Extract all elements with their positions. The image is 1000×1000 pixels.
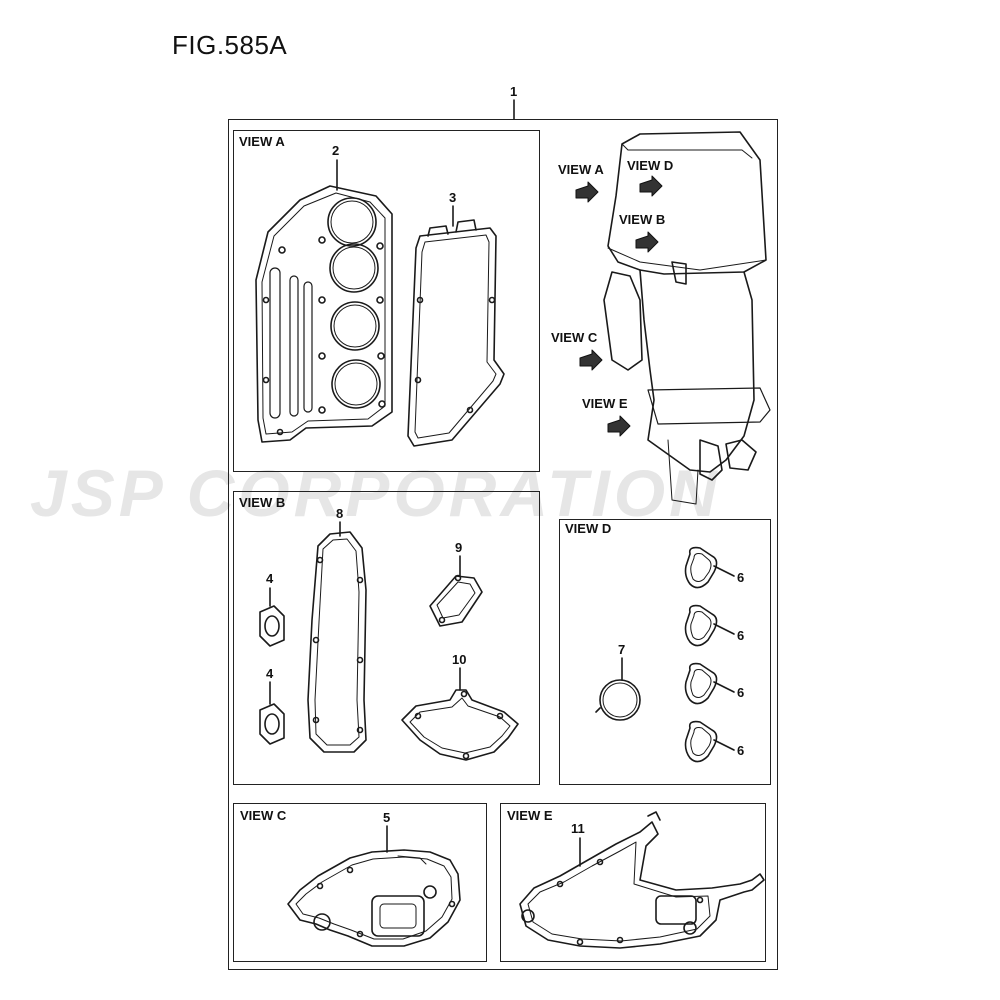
view-d-label: VIEW D [565,521,612,536]
engine-label-view-b: VIEW B [619,212,666,227]
small-gasket-9 [429,574,483,627]
callout-7: 7 [618,642,626,657]
arrow-view-e [607,415,631,437]
callout-11: 11 [571,821,585,836]
outboard-engine [603,131,771,505]
leaders-6 [713,565,735,751]
view-a-label: VIEW A [239,134,285,149]
cover-gasket [407,219,505,447]
plate-gasket-11 [519,811,765,949]
view-b-label: VIEW B [239,495,286,510]
cylinder-head-gasket [255,185,393,443]
o-ring-7 [595,679,641,721]
arrow-view-c [579,349,603,371]
panel-view-e [500,803,766,962]
panel-view-d [559,519,771,785]
view-c-label: VIEW C [240,808,287,823]
flange-gasket-4a [259,605,285,647]
callout-4a: 4 [266,571,274,586]
engine-view-arrows [575,175,663,437]
figure-title: FIG.585A [172,30,288,60]
plate-gasket-10 [401,689,519,761]
callout-1: 1 [510,84,518,99]
callout-6c: 6 [737,685,745,700]
panel-view-b [233,491,540,785]
callout-9: 9 [455,540,463,555]
flange-gasket-4b [259,703,285,745]
arrow-view-a [575,181,599,203]
callout-3: 3 [449,190,457,205]
callout-2: 2 [332,143,340,158]
engine-label-view-c: VIEW C [551,330,598,345]
arrow-view-d [639,175,663,197]
callout-6d: 6 [737,743,745,758]
callout-4b: 4 [266,666,274,681]
callout-6a: 6 [737,570,745,585]
engine-label-view-e: VIEW E [582,396,628,411]
view-e-label: VIEW E [507,808,553,823]
base-gasket-5 [287,849,461,947]
callout-6b: 6 [737,628,745,643]
engine-label-view-a: VIEW A [558,162,604,177]
arrow-view-b [635,231,659,253]
watermark-text: JSP CORPORATION [30,456,721,530]
exhaust-gasket-long [307,531,367,753]
intake-gaskets-6 [684,546,718,763]
callout-10: 10 [452,652,467,667]
callout-5: 5 [383,810,391,825]
engine-label-view-d: VIEW D [627,158,674,173]
outer-frame [228,119,778,970]
panel-view-c [233,803,487,962]
callout-8: 8 [336,506,344,521]
panel-view-a [233,130,540,472]
